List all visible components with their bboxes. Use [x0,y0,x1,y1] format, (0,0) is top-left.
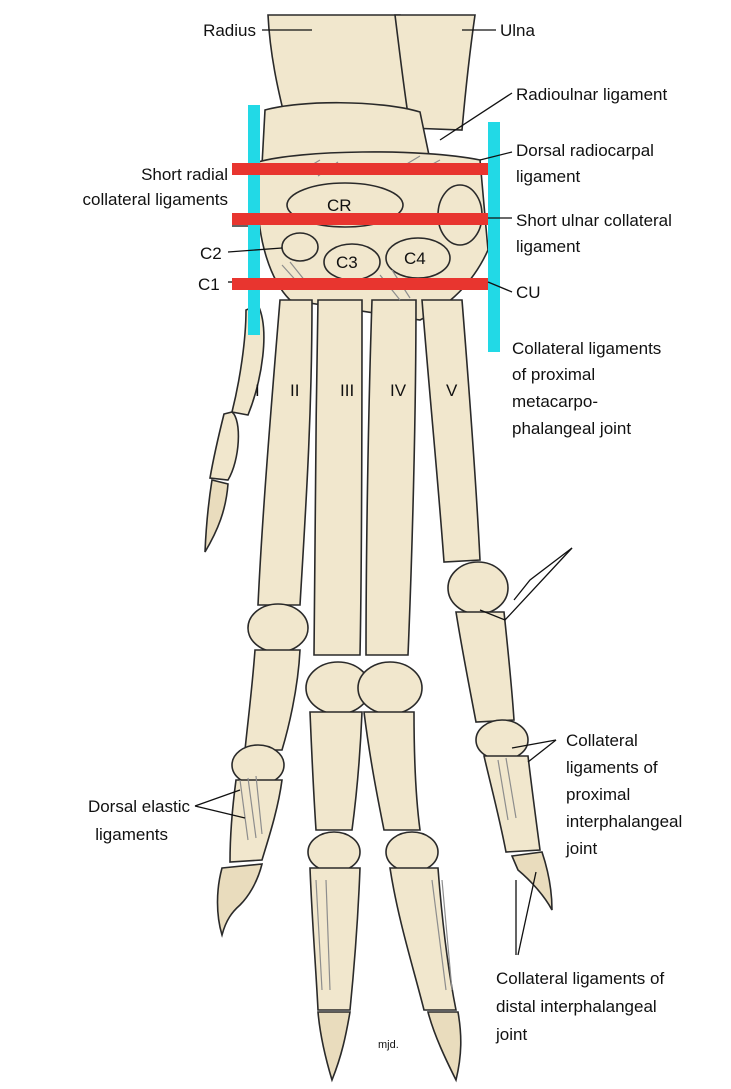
label-short-radial-2: collateral ligaments [82,190,228,209]
label-cu: CU [516,283,541,302]
pip-joint-4 [386,832,438,872]
label-collateral-mcp-1: Collateral ligaments [512,339,661,358]
proximal-phalanx-2 [245,650,300,750]
label-dorsal-radiocarpal-1: Dorsal radiocarpal [516,141,654,160]
label-short-ulnar-2: ligament [516,237,581,256]
label-collateral-mcp-2: of proximal [512,365,595,384]
claw-4 [428,1012,461,1080]
red-line-2 [232,213,488,225]
label-collateral-pip-1: Collateral [566,731,638,750]
label-c2: C2 [200,244,222,263]
label-collateral-mcp-4: phalangeal joint [512,419,631,438]
label-radius: Radius [203,21,256,40]
proximal-phalanx-4 [364,712,420,830]
label-collateral-mcp-3: metacarpo- [512,392,598,411]
claw-1 [205,480,228,552]
label-c4: C4 [404,249,426,268]
label-dorsal-radiocarpal-2: ligament [516,167,581,186]
label-collateral-dip-2: distal interphalangeal [496,997,657,1016]
label-collateral-dip-1: Collateral ligaments of [496,969,664,988]
phalanx-1 [210,412,238,480]
label-digit-5: V [446,381,458,400]
label-digit-2: II [290,381,299,400]
claw-5 [512,852,552,910]
metacarpal-5 [422,300,480,562]
label-dorsal-elastic-2: ligaments [95,825,168,844]
metacarpal-4 [366,300,416,655]
label-collateral-pip-3: proximal [566,785,630,804]
pip-joint-3 [308,832,360,872]
red-line-3 [232,278,488,290]
label-digit-4: IV [390,381,407,400]
pip-joint-5 [476,720,528,760]
label-ulna: Ulna [500,21,536,40]
label-short-ulnar-1: Short ulnar collateral [516,211,672,230]
claw-3 [318,1012,350,1080]
label-c3: C3 [336,253,358,272]
mcp-joint-4 [358,662,422,714]
middle-phalanx-5 [484,756,540,852]
mcp-joint-2 [248,604,308,652]
middle-phalanx-2 [230,780,282,862]
label-collateral-pip-2: ligaments of [566,758,658,777]
middle-phalanx-3 [310,868,360,1010]
label-digit-3: III [340,381,354,400]
label-digit-1: I [255,381,260,400]
pip-joint-2 [232,745,284,785]
label-dorsal-elastic-1: Dorsal elastic [88,797,191,816]
label-c1: C1 [198,275,220,294]
claw-2 [218,864,263,935]
label-cr: CR [327,196,352,215]
metacarpal-3 [314,300,362,655]
red-line-1 [232,163,488,175]
label-collateral-pip-4: interphalangeal [566,812,682,831]
label-radioulnar: Radioulnar ligament [516,85,667,104]
proximal-phalanx-3 [310,712,362,830]
artist-signature: mjd. [378,1039,399,1051]
proximal-phalanx-5 [456,612,514,722]
label-collateral-pip-5: joint [565,839,597,858]
metacarpal-2 [258,300,312,605]
label-collateral-dip-3: joint [495,1025,527,1044]
label-short-radial-1: Short radial [141,165,228,184]
mcp-joint-5 [448,562,508,614]
carpal-c2 [282,233,318,261]
